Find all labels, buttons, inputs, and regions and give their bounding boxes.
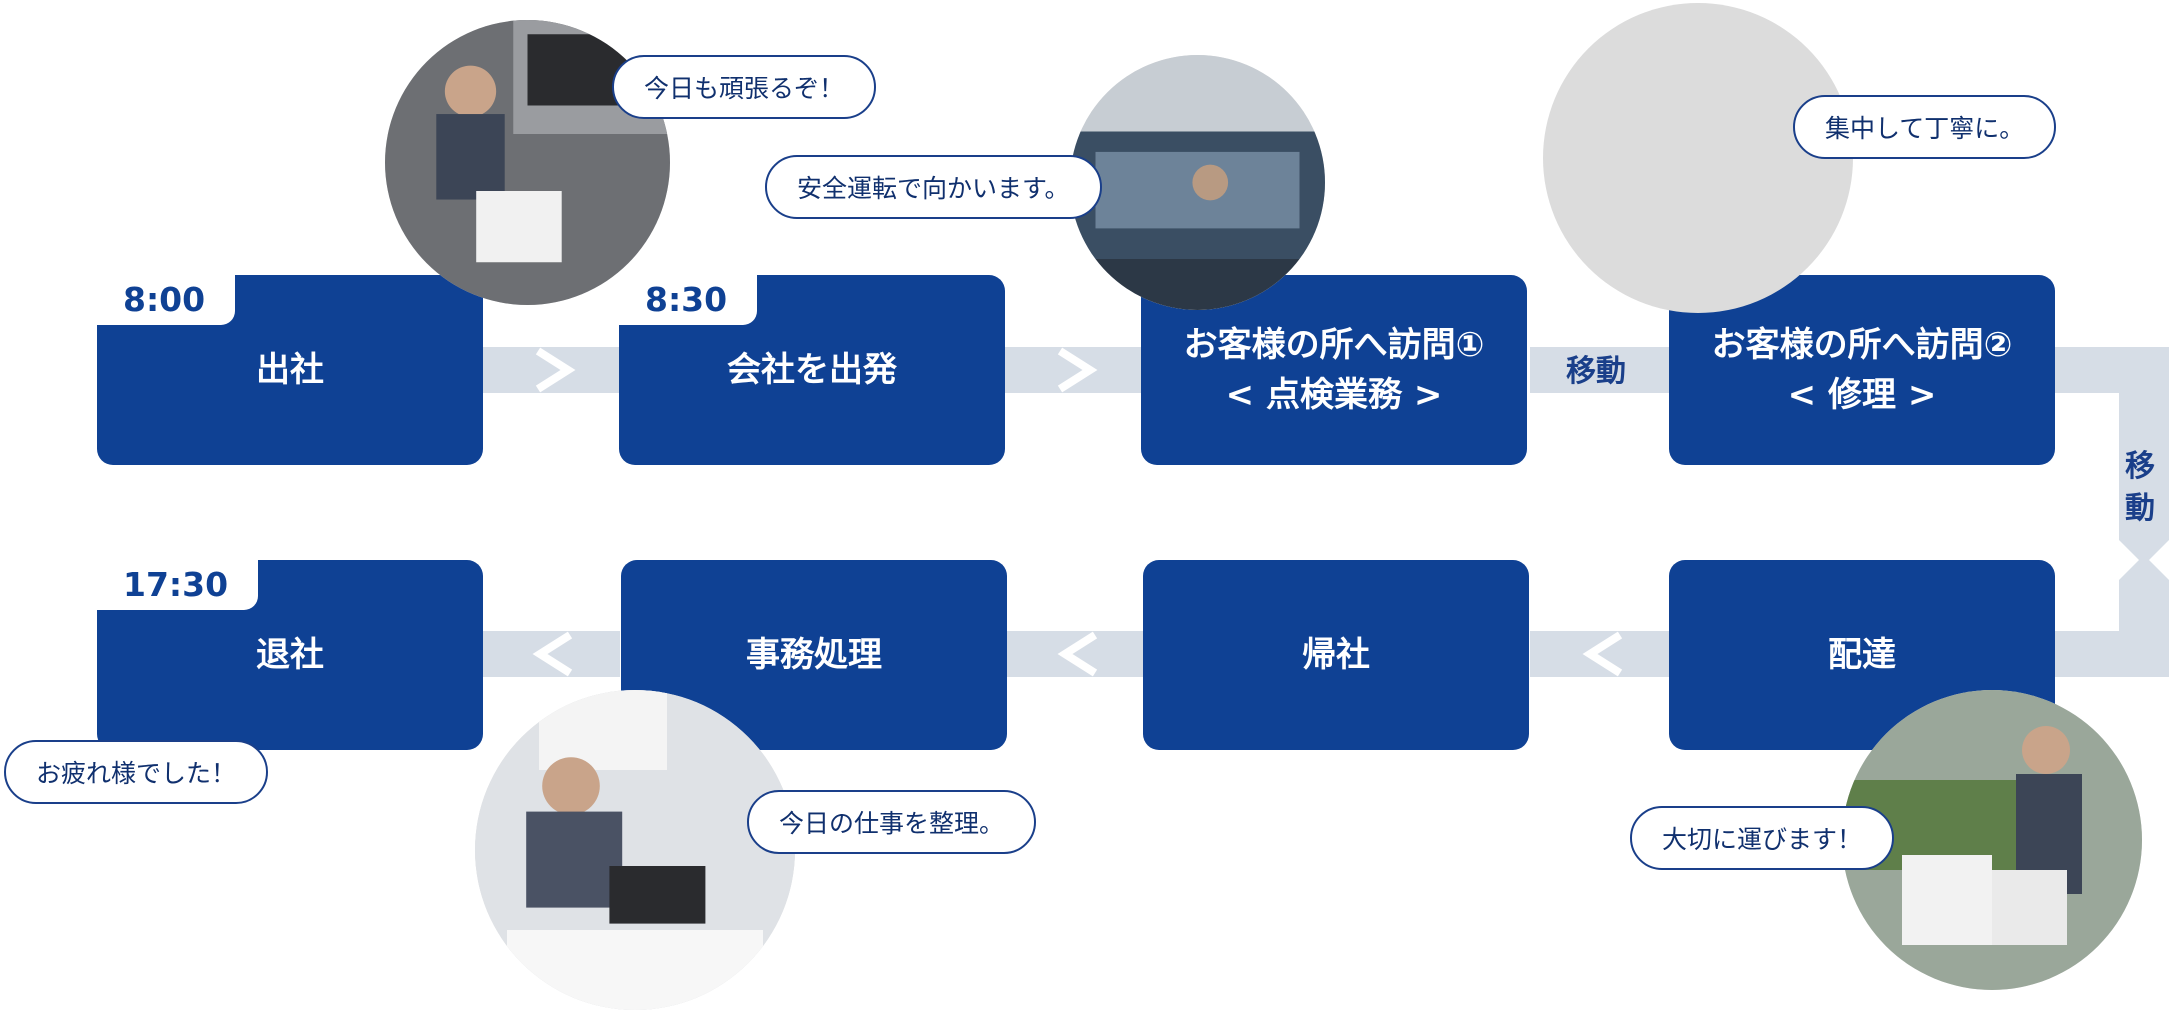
- step-label: 出社: [256, 350, 324, 390]
- speech-bubble: 安全運転で向かいます。: [765, 155, 1102, 219]
- loop-connector: [2053, 555, 2169, 677]
- step-label: お客様の所へ訪問①: [1183, 325, 1485, 365]
- connector-band: [1530, 347, 1670, 393]
- step-sublabel: < 修理 >: [1787, 375, 1937, 415]
- chevron-left-icon: [1582, 631, 1623, 677]
- chevron-right-icon: [535, 347, 576, 393]
- connector-band: [1005, 347, 1145, 393]
- connector-band: [1005, 631, 1145, 677]
- photo-driving: [1070, 55, 1325, 310]
- step-box-depart: 8:30 会社を出発: [619, 275, 1005, 465]
- step-label: 帰社: [1302, 635, 1370, 675]
- speech-bubble: 今日の仕事を整理。: [747, 790, 1037, 854]
- speech-bubble: 大切に運びます！: [1630, 806, 1895, 870]
- speech-bubble: 今日も頑張るぞ！: [612, 55, 877, 119]
- chevron-left-icon: [1057, 631, 1098, 677]
- speech-bubble: 集中して丁寧に。: [1793, 95, 2057, 159]
- step-box-arrival: 8:00 出社: [97, 275, 483, 465]
- connector-band: [480, 631, 620, 677]
- step-sublabel: < 点検業務 >: [1225, 375, 1443, 415]
- chevron-left-icon: [532, 631, 573, 677]
- step-time: 8:30: [619, 275, 758, 325]
- chevron-right-icon: [1057, 347, 1098, 393]
- move-label-right-2: 動: [2125, 491, 2155, 526]
- step-time: 17:30: [97, 560, 259, 610]
- photo-placeholder: [1543, 3, 1853, 313]
- step-time: 8:00: [97, 275, 236, 325]
- step-label: 事務処理: [746, 635, 882, 675]
- move-label-top: 移動: [1566, 354, 1626, 389]
- connector-band: [1530, 631, 1670, 677]
- step-label: 会社を出発: [727, 350, 897, 390]
- step-box-return: 帰社: [1143, 560, 1529, 750]
- move-label-right-1: 移: [2125, 449, 2155, 484]
- step-box-leave: 17:30 退社: [97, 560, 483, 750]
- step-label: 退社: [256, 635, 324, 675]
- loop-connector: [2053, 347, 2169, 565]
- step-label: お客様の所へ訪問②: [1711, 325, 2013, 365]
- photo-office: [475, 690, 795, 1010]
- step-label: 配達: [1828, 635, 1896, 675]
- speech-bubble: お疲れ様でした！: [4, 740, 269, 804]
